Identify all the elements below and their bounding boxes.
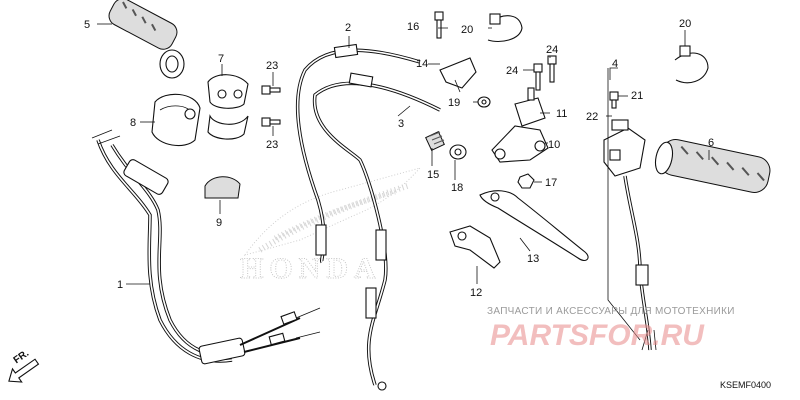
band-clip-part-20-right <box>674 45 709 84</box>
callout-4: 4 <box>612 58 618 70</box>
cap-part-9 <box>204 176 241 199</box>
callout-15: 15 <box>427 169 439 181</box>
screw-part-23-a <box>261 85 281 95</box>
watermark-brand: PARTSFOR.RU <box>490 319 705 352</box>
callout-22: 22 <box>586 111 598 123</box>
callout-17: 17 <box>545 177 557 189</box>
honda-wing-logo: HONDA <box>240 167 422 286</box>
front-direction-arrow: FR. <box>8 348 40 383</box>
callout-8: 8 <box>130 117 136 129</box>
ring-part-18 <box>449 144 467 160</box>
honda-logo-text: HONDA <box>240 252 382 285</box>
watermark: ЗАПЧАСТИ И АКСЕССУАРЫ ДЛЯ МОТОТЕХНИКИ PA… <box>487 306 735 352</box>
callout-1: 1 <box>117 279 123 291</box>
callout-13: 13 <box>527 253 539 265</box>
diagram-code: KSEMF0400 <box>720 380 771 390</box>
callout-23-bottom: 23 <box>266 139 278 151</box>
washer-part-19 <box>477 96 491 108</box>
callout-3: 3 <box>398 118 404 130</box>
callout-14: 14 <box>416 58 428 70</box>
callout-numbers: 5 2 3 4 6 7 8 9 10 11 12 13 14 15 16 17 … <box>84 18 714 299</box>
clamp-part-22 <box>611 119 629 131</box>
callout-10: 10 <box>548 139 560 151</box>
left-grip-part-5 <box>108 0 185 79</box>
callout-9: 9 <box>216 217 222 229</box>
clutch-lever-part-13 <box>479 190 589 261</box>
callout-24-left: 24 <box>506 65 518 77</box>
leader-lines <box>97 23 710 341</box>
callout-20-top: 20 <box>461 24 473 36</box>
callout-2: 2 <box>345 22 351 34</box>
nut-part-17 <box>517 173 535 189</box>
callout-23-top: 23 <box>266 60 278 72</box>
clutch-cable-part-2 <box>295 43 421 264</box>
throttle-cable-part-1 <box>91 129 321 365</box>
callout-16: 16 <box>407 21 419 33</box>
callout-20-right: 20 <box>679 18 691 30</box>
callout-12: 12 <box>470 287 482 299</box>
hot-start-cable-part-3 <box>313 72 441 391</box>
callout-11: 11 <box>556 108 567 120</box>
adjuster-part-15 <box>425 131 445 151</box>
band-clip-part-20-top <box>487 13 523 43</box>
callout-24-right: 24 <box>546 44 558 56</box>
callout-21: 21 <box>631 90 643 102</box>
callout-7: 7 <box>218 53 224 65</box>
throttle-housing-part-7 <box>207 74 249 140</box>
bolt-part-16 <box>434 11 444 39</box>
cover-part-8 <box>151 93 201 147</box>
callout-18: 18 <box>451 182 463 194</box>
right-grip-part-6 <box>654 139 771 193</box>
lever-bracket-part-10 <box>491 125 549 163</box>
screw-part-23-b <box>261 117 281 127</box>
hot-start-lever-part-12 <box>449 225 501 269</box>
watermark-caption: ЗАПЧАСТИ И АКСЕССУАРЫ ДЛЯ МОТОТЕХНИКИ <box>487 306 735 317</box>
bolt-part-24-a <box>533 63 543 91</box>
screw-part-21 <box>609 91 619 109</box>
callout-5: 5 <box>84 19 90 31</box>
callout-6: 6 <box>708 137 714 149</box>
bracket-part-14 <box>439 57 477 93</box>
bolt-part-24-b <box>547 55 557 83</box>
callout-19: 19 <box>448 97 460 109</box>
lever-holder-part-11 <box>514 87 546 127</box>
